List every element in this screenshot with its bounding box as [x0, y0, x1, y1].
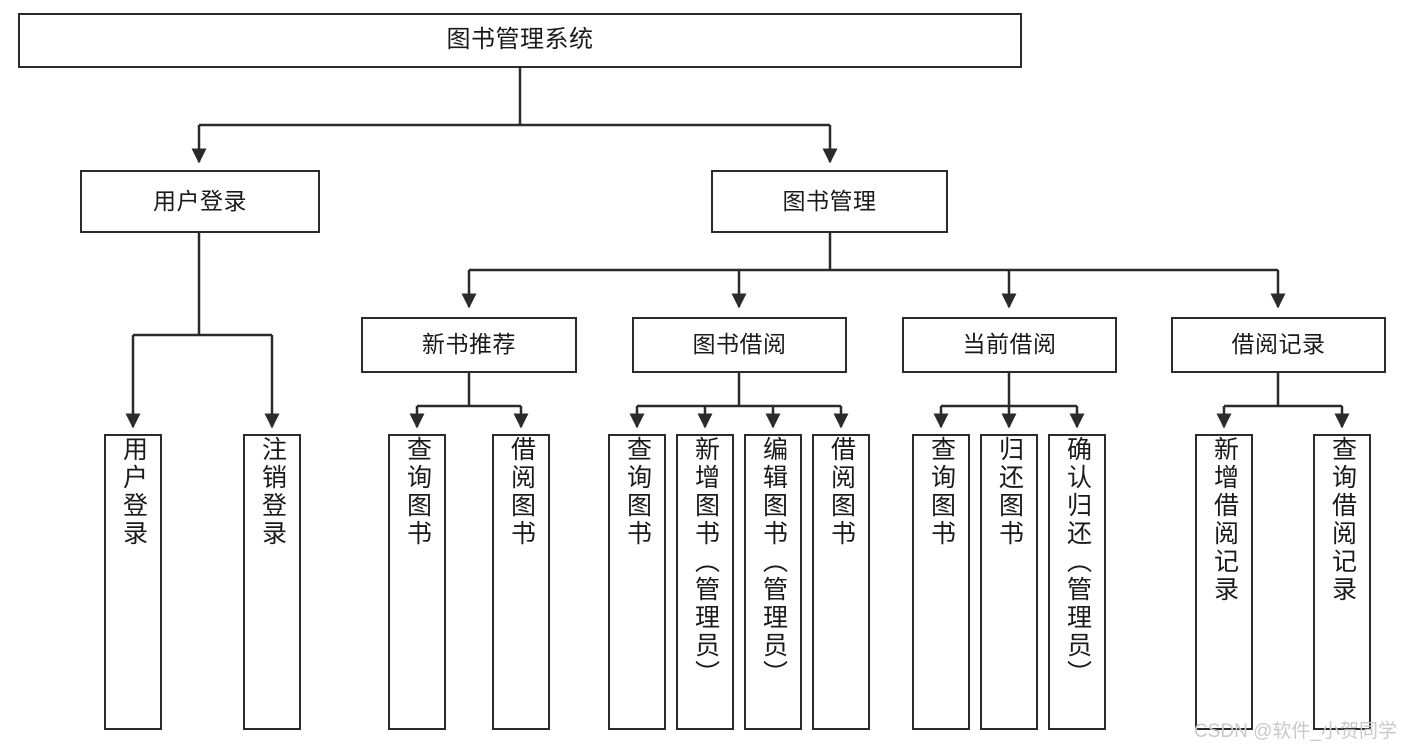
node-leaf-return-book[interactable]: 归还图书: [980, 434, 1038, 730]
node-new-book-recommend-label: 新书推荐: [422, 331, 516, 358]
node-leaf-return-book-label: 归还图书: [995, 436, 1024, 548]
node-leaf-confirm-return[interactable]: 确认归还（管理员）: [1048, 434, 1106, 730]
node-leaf-logout-login-label: 注销登录: [258, 436, 287, 548]
node-leaf-logout-login[interactable]: 注销登录: [243, 434, 301, 730]
node-leaf-add-book-label: 新增图书（管理员）: [691, 436, 720, 688]
node-leaf-add-record-label: 新增借阅记录: [1210, 436, 1239, 604]
node-borrow-record[interactable]: 借阅记录: [1171, 317, 1386, 373]
node-leaf-edit-book[interactable]: 编辑图书（管理员）: [744, 434, 802, 730]
node-leaf-query-book-2[interactable]: 查询图书: [608, 434, 666, 730]
node-current-borrow[interactable]: 当前借阅: [902, 317, 1117, 373]
node-leaf-query-book-1-label: 查询图书: [403, 436, 432, 548]
node-book-borrow-label: 图书借阅: [692, 331, 787, 358]
node-leaf-add-book[interactable]: 新增图书（管理员）: [676, 434, 734, 730]
node-book-management[interactable]: 图书管理: [711, 170, 948, 233]
node-leaf-borrow-book-2-label: 借阅图书: [827, 436, 856, 548]
node-root-label: 图书管理系统: [446, 26, 594, 54]
node-new-book-recommend[interactable]: 新书推荐: [361, 317, 577, 373]
node-leaf-confirm-return-label: 确认归还（管理员）: [1063, 436, 1092, 688]
node-leaf-query-book-2-label: 查询图书: [623, 436, 652, 548]
node-leaf-query-record[interactable]: 查询借阅记录: [1313, 434, 1371, 730]
node-root[interactable]: 图书管理系统: [18, 13, 1022, 68]
node-borrow-record-label: 借阅记录: [1231, 331, 1326, 358]
node-leaf-user-login-label: 用户登录: [119, 436, 148, 548]
node-leaf-borrow-book-2[interactable]: 借阅图书: [812, 434, 870, 730]
node-leaf-edit-book-label: 编辑图书（管理员）: [759, 436, 788, 688]
node-current-borrow-label: 当前借阅: [962, 331, 1057, 358]
node-leaf-query-book-3-label: 查询图书: [927, 436, 956, 548]
node-user-login-label: 用户登录: [153, 187, 247, 214]
node-leaf-user-login[interactable]: 用户登录: [104, 434, 162, 730]
node-leaf-add-record[interactable]: 新增借阅记录: [1195, 434, 1253, 730]
watermark-text: CSDN @软件_小贺同学: [1194, 721, 1397, 742]
node-leaf-borrow-book-1-label: 借阅图书: [507, 436, 536, 548]
node-leaf-query-book-3[interactable]: 查询图书: [912, 434, 970, 730]
node-leaf-query-book-1[interactable]: 查询图书: [388, 434, 446, 730]
node-leaf-borrow-book-1[interactable]: 借阅图书: [492, 434, 550, 730]
node-book-management-label: 图书管理: [782, 187, 877, 214]
node-leaf-query-record-label: 查询借阅记录: [1328, 436, 1357, 604]
node-book-borrow[interactable]: 图书借阅: [632, 317, 847, 373]
node-user-login[interactable]: 用户登录: [80, 170, 320, 233]
